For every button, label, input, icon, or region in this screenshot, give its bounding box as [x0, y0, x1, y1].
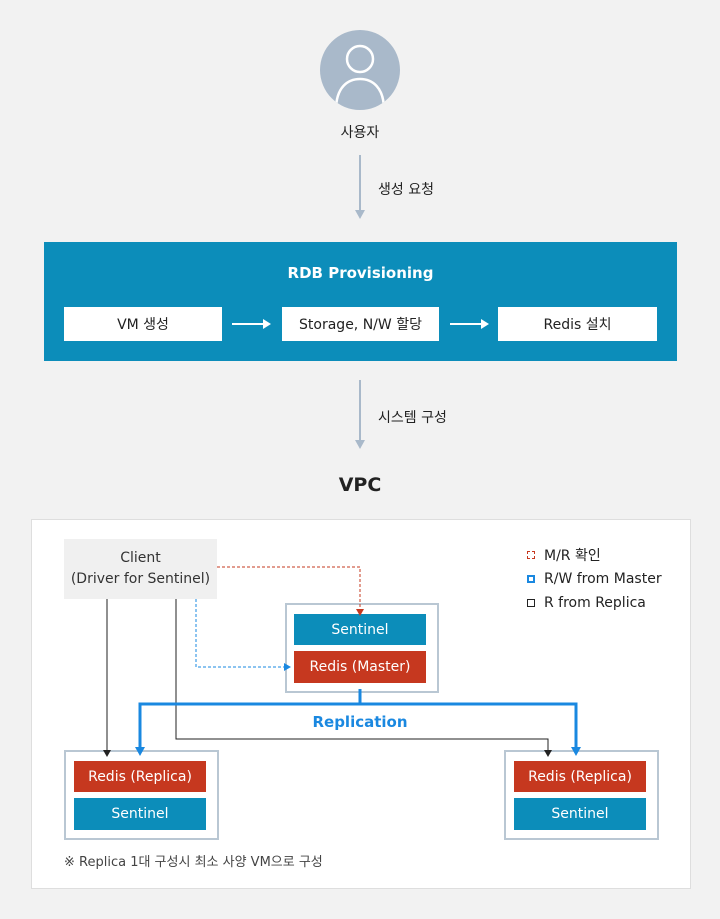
configure-arrowhead [355, 440, 365, 449]
legend: M/R 확인 R/W from Master R from Replica [527, 543, 662, 615]
rdb-arrow-2-head [481, 319, 489, 329]
black-square-icon [527, 599, 535, 607]
rdb-provisioning-box [44, 242, 677, 361]
redis-install-step: Redis 설치 [498, 307, 657, 341]
legend-item-mr-check: M/R 확인 [527, 543, 662, 567]
rdb-provisioning-title: RDB Provisioning [287, 264, 434, 282]
mr-check-arrowhead [356, 609, 364, 616]
legend-label: R/W from Master [544, 571, 662, 587]
footnote: ※ Replica 1대 구성시 최소 사양 VM으로 구성 [64, 855, 323, 870]
replication-line-right [360, 702, 578, 750]
legend-item-r-replica: R from Replica [527, 591, 662, 615]
replica-right-sentinel-box: Sentinel [514, 798, 646, 830]
redis-replica-left-box: Redis (Replica) [74, 761, 206, 792]
user-avatar-icon [320, 30, 400, 110]
redis-master-box: Redis (Master) [294, 651, 426, 683]
rdb-arrow-2-line [450, 323, 482, 325]
replication-left-arrowhead [135, 747, 145, 756]
replication-label: Replication [312, 713, 408, 731]
rw-master-arrowhead [284, 663, 291, 671]
storage-nw-step: Storage, N/W 할당 [282, 307, 439, 341]
rw-master-dashed-line [195, 599, 285, 668]
rdb-arrow-1-head [263, 319, 271, 329]
legend-item-rw-master: R/W from Master [527, 567, 662, 591]
configure-step-label: 시스템 구성 [378, 410, 447, 426]
replica-left-sentinel-box: Sentinel [74, 798, 206, 830]
read-left-arrowhead [103, 750, 111, 757]
legend-label: M/R 확인 [544, 548, 601, 564]
client-label: Client [120, 550, 161, 566]
master-sentinel-box: Sentinel [294, 614, 426, 645]
mr-check-line [217, 566, 361, 610]
request-arrowhead [355, 210, 365, 219]
request-arrow-line [359, 155, 361, 211]
replication-line [138, 689, 362, 750]
client-box: Client (Driver for Sentinel) [64, 539, 217, 599]
read-right-line [175, 599, 549, 752]
blue-square-icon [527, 575, 535, 583]
read-right-arrowhead [544, 750, 552, 757]
rdb-arrow-1-line [232, 323, 264, 325]
configure-arrow-line [359, 380, 361, 441]
redis-replica-right-box: Redis (Replica) [514, 761, 646, 792]
user-label: 사용자 [340, 125, 380, 141]
vm-create-step: VM 생성 [64, 307, 222, 341]
vpc-title: VPC [338, 474, 382, 496]
request-step-label: 생성 요청 [378, 182, 434, 198]
legend-label: R from Replica [544, 595, 646, 611]
replication-right-arrowhead [571, 747, 581, 756]
dashed-red-square-icon [527, 551, 535, 559]
client-driver-label: (Driver for Sentinel) [70, 571, 211, 587]
